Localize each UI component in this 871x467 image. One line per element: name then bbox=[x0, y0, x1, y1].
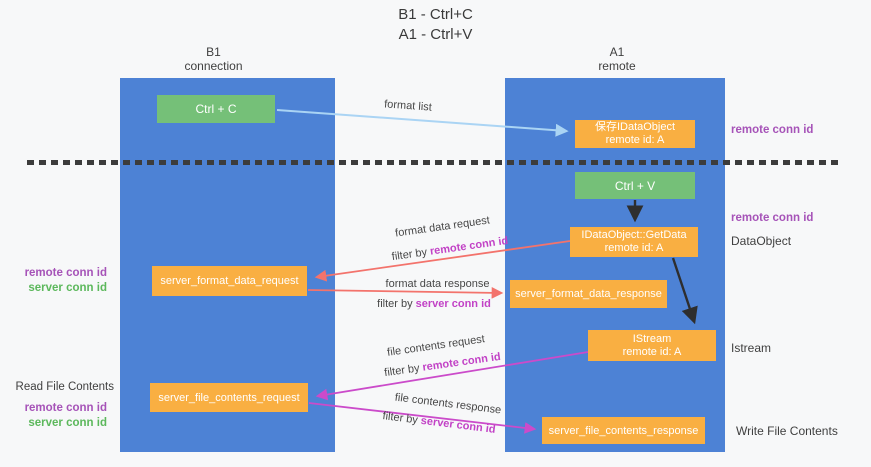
istream-node: IStream remote id: A bbox=[588, 330, 716, 361]
left-column-name: B1 bbox=[206, 45, 221, 59]
server-format-data-request-label: server_format_data_request bbox=[160, 275, 299, 287]
filter-by-text: filter by bbox=[377, 298, 416, 310]
remote-conn-id-label: remote conn id bbox=[24, 402, 107, 414]
right-column-header: A1 remote bbox=[507, 45, 727, 73]
save-idataobject-node: 保存IDataObject remote id: A bbox=[575, 120, 695, 148]
title-line-1: B1 - Ctrl+C bbox=[398, 6, 473, 23]
ctrl-c-node: Ctrl + C bbox=[157, 95, 275, 123]
read-file-contents-label: Read File Contents bbox=[15, 381, 114, 393]
right-remote-conn-id-mid-label: remote conn id bbox=[731, 212, 814, 224]
format-data-response-filter-label: filter by server conn id bbox=[374, 298, 494, 310]
left-column-role: connection bbox=[184, 59, 243, 73]
right-column-name: A1 bbox=[609, 45, 625, 59]
left-format-ids-annotation: remote conn id server conn id bbox=[15, 266, 107, 296]
istream-line1: IStream bbox=[632, 332, 672, 345]
left-file-ids-annotation: remote conn id server conn id bbox=[15, 401, 107, 431]
phase-separator-dashed-line bbox=[27, 160, 838, 165]
server-format-data-response-label: server_format_data_response bbox=[515, 288, 662, 300]
format-list-label: format list bbox=[383, 98, 433, 114]
format-data-response-arrow bbox=[307, 287, 504, 299]
filter-key-server-conn-id: server conn id bbox=[420, 414, 497, 436]
server-conn-id-label: server conn id bbox=[28, 417, 107, 429]
idataobject-getdata-node: IDataObject::GetData remote id: A bbox=[570, 227, 698, 257]
server-format-data-request-node: server_format_data_request bbox=[152, 266, 307, 296]
server-file-contents-response-node: server_file_contents_response bbox=[542, 417, 705, 444]
format-data-request-filter-label: filter by remote conn id bbox=[386, 234, 514, 264]
getdata-line1: IDataObject::GetData bbox=[581, 229, 687, 241]
server-file-contents-request-label: server_file_contents_request bbox=[158, 391, 300, 404]
right-remote-conn-id-top-label: remote conn id bbox=[731, 124, 814, 136]
filter-by-text: filter by bbox=[383, 361, 424, 380]
left-column-header: B1 connection bbox=[106, 45, 321, 73]
filter-by-text: filter by bbox=[381, 410, 422, 427]
write-file-contents-label: Write File Contents bbox=[736, 424, 838, 438]
title-line-2: A1 - Ctrl+V bbox=[398, 26, 473, 43]
filter-key-remote-conn-id: remote conn id bbox=[429, 234, 509, 258]
ctrl-v-label: Ctrl + V bbox=[614, 178, 656, 193]
diagram-title: B1 - Ctrl+C A1 - Ctrl+V bbox=[0, 5, 871, 45]
format-data-request-label: format data request bbox=[394, 214, 491, 240]
ctrl-c-label: Ctrl + C bbox=[195, 102, 237, 116]
server-conn-id-label: server conn id bbox=[28, 282, 107, 294]
dataobject-label: DataObject bbox=[731, 234, 792, 248]
remote-conn-id-label: remote conn id bbox=[24, 267, 107, 279]
server-format-data-response-node: server_format_data_response bbox=[510, 280, 667, 308]
getdata-line2: remote id: A bbox=[604, 242, 664, 254]
right-column-role: remote bbox=[598, 59, 636, 73]
save-idataobject-line1: 保存IDataObject bbox=[594, 121, 676, 133]
save-idataobject-line2: remote id: A bbox=[605, 134, 665, 146]
ctrl-v-node: Ctrl + V bbox=[575, 172, 695, 199]
filter-key-remote-conn-id: remote conn id bbox=[421, 350, 502, 374]
server-file-contents-response-label: server_file_contents_response bbox=[548, 424, 699, 437]
istream-side-label: Istream bbox=[731, 341, 772, 355]
format-data-response-label: format data response bbox=[385, 278, 490, 290]
istream-line2: remote id: A bbox=[622, 345, 682, 358]
server-file-contents-request-node: server_file_contents_request bbox=[150, 383, 308, 412]
filter-by-text: filter by bbox=[391, 245, 431, 264]
filter-key-server-conn-id: server conn id bbox=[415, 298, 491, 310]
